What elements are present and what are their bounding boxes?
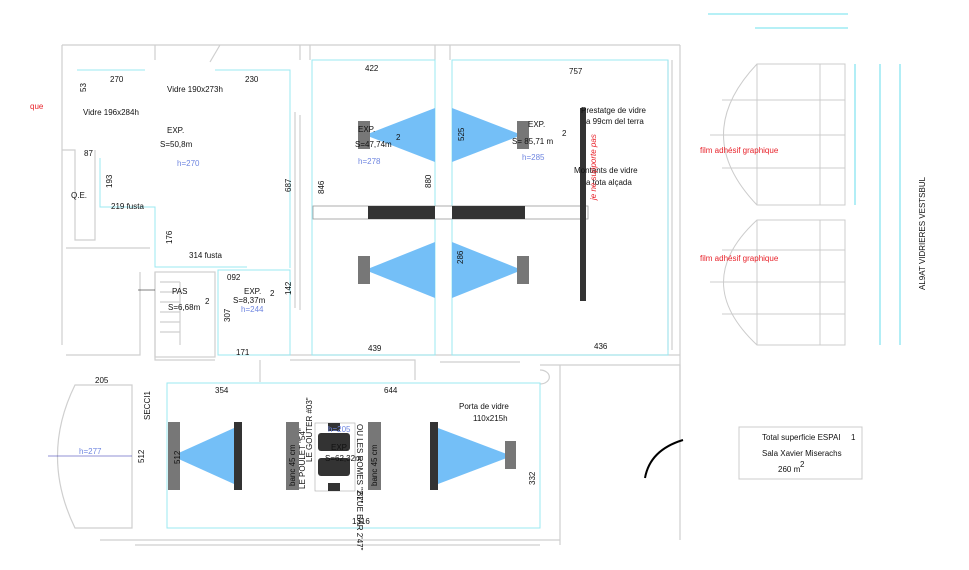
panel bbox=[368, 206, 435, 219]
section-label: SECCI1 bbox=[143, 391, 152, 420]
svg-text:314 fusta: 314 fusta bbox=[189, 251, 222, 260]
summary-box: Total superficie ESPAI 1 Sala Xavier Mis… bbox=[738, 426, 863, 480]
room-type: EXP. bbox=[528, 120, 545, 129]
svg-text:422: 422 bbox=[365, 64, 379, 73]
glass-note: Vidre 196x284h bbox=[83, 108, 139, 117]
svg-text:525: 525 bbox=[457, 127, 466, 141]
svg-text:687: 687 bbox=[284, 178, 293, 192]
room-type: EXP. bbox=[358, 125, 375, 134]
glass-note: Vidre 190x273h bbox=[167, 85, 223, 94]
svg-text:176: 176 bbox=[165, 230, 174, 244]
svg-text:219 fusta: 219 fusta bbox=[111, 202, 144, 211]
room-area: S=50,8m bbox=[160, 140, 193, 149]
room-area: S=47,74m bbox=[355, 140, 392, 149]
svg-text:87: 87 bbox=[84, 149, 93, 158]
projectors bbox=[168, 121, 529, 492]
section-title: AL9AT VIDRIERES VESTSBUL bbox=[918, 176, 927, 290]
glass-shelf bbox=[580, 108, 586, 301]
svg-text:354: 354 bbox=[215, 386, 229, 395]
room-height: h=285 bbox=[522, 153, 545, 162]
svg-text:436: 436 bbox=[594, 342, 608, 351]
room-area: S= 85,71 m bbox=[512, 137, 553, 146]
summary-number: 1 bbox=[851, 433, 856, 442]
svg-text:757: 757 bbox=[569, 67, 583, 76]
room-type: EXP. bbox=[331, 443, 348, 452]
svg-text:332: 332 bbox=[528, 471, 537, 485]
svg-text:53: 53 bbox=[79, 83, 88, 92]
section-shape bbox=[57, 384, 133, 529]
svg-text:092: 092 bbox=[227, 273, 241, 282]
svg-text:439: 439 bbox=[368, 344, 382, 353]
svg-text:270: 270 bbox=[110, 75, 124, 84]
dimension-labels: 53 270 230 87 193 219 fusta 176 314 fust… bbox=[79, 64, 608, 526]
room-area: S=6,68m bbox=[168, 303, 201, 312]
projection-cones bbox=[172, 108, 522, 484]
superscript: 2 bbox=[562, 129, 567, 138]
superscript: 2 bbox=[205, 297, 210, 306]
room-outlines bbox=[77, 59, 669, 529]
annotation: je ne supporte pas bbox=[589, 134, 598, 201]
svg-text:171: 171 bbox=[236, 348, 250, 357]
svg-text:846: 846 bbox=[317, 180, 326, 194]
svg-text:644: 644 bbox=[384, 386, 398, 395]
partition-band bbox=[312, 205, 589, 220]
svg-text:230: 230 bbox=[245, 75, 259, 84]
bench bbox=[286, 422, 299, 490]
mullion-note: a tota alçada bbox=[586, 178, 632, 187]
superscript: 2 bbox=[270, 289, 275, 298]
bench-label: banc 45 cm bbox=[288, 444, 297, 486]
svg-text:193: 193 bbox=[105, 174, 114, 188]
superscript: 2 bbox=[396, 133, 401, 142]
room-type: EXP. bbox=[244, 287, 261, 296]
room-height: h=270 bbox=[177, 159, 200, 168]
bench bbox=[368, 422, 381, 490]
summary-total: 260 m bbox=[778, 465, 801, 474]
mullion-note: Montants de vidre bbox=[574, 166, 638, 175]
artwork-label: LE GOUTER #03" bbox=[305, 397, 314, 462]
svg-text:1316: 1316 bbox=[352, 517, 370, 526]
summary-title: Total superficie ESPAI bbox=[762, 433, 841, 442]
height-label: h=277 bbox=[79, 447, 102, 456]
bench-label: banc 45 cm bbox=[370, 444, 379, 486]
svg-text:512: 512 bbox=[137, 449, 146, 463]
svg-text:307: 307 bbox=[223, 308, 232, 322]
superscript: 2 bbox=[800, 460, 805, 469]
room-height: h=205 bbox=[328, 425, 351, 434]
svg-text:205: 205 bbox=[95, 376, 109, 385]
arch-windows bbox=[710, 63, 846, 346]
svg-text:512: 512 bbox=[173, 450, 182, 464]
film-note: film adhésif graphique bbox=[700, 146, 779, 155]
film-note: film adhésif graphique bbox=[700, 254, 779, 263]
shelf-note: Prestatge de vidre bbox=[581, 106, 646, 115]
room-type: PAS bbox=[172, 287, 187, 296]
door-note: Porta de vidre bbox=[459, 402, 509, 411]
room-area: S=8,37m bbox=[233, 296, 266, 305]
svg-text:880: 880 bbox=[424, 174, 433, 188]
room-type: EXP. bbox=[167, 126, 184, 135]
room-height: h=244 bbox=[241, 305, 264, 314]
artwork-label: OU LES ROMES "2'7" bbox=[355, 424, 364, 503]
shelf-note: a 99cm del terra bbox=[586, 117, 644, 126]
room-area: S=62,32m bbox=[325, 454, 362, 463]
summary-room: Sala Xavier Miserachs bbox=[762, 449, 842, 458]
annotation: que bbox=[30, 102, 44, 111]
electrical-panel-label: Q.E. bbox=[71, 191, 87, 200]
svg-text:142: 142 bbox=[284, 281, 293, 295]
walls bbox=[61, 44, 681, 546]
room-height: h=278 bbox=[358, 157, 381, 166]
panel bbox=[452, 206, 525, 219]
svg-text:286: 286 bbox=[456, 250, 465, 264]
dimension-lines bbox=[708, 13, 901, 345]
artwork-label: BLUE BAR 2'47" bbox=[355, 491, 364, 551]
artwork-label: LE POULET "54" bbox=[298, 428, 307, 489]
door-swing bbox=[644, 439, 684, 479]
door-note: 110x215h bbox=[473, 414, 508, 423]
